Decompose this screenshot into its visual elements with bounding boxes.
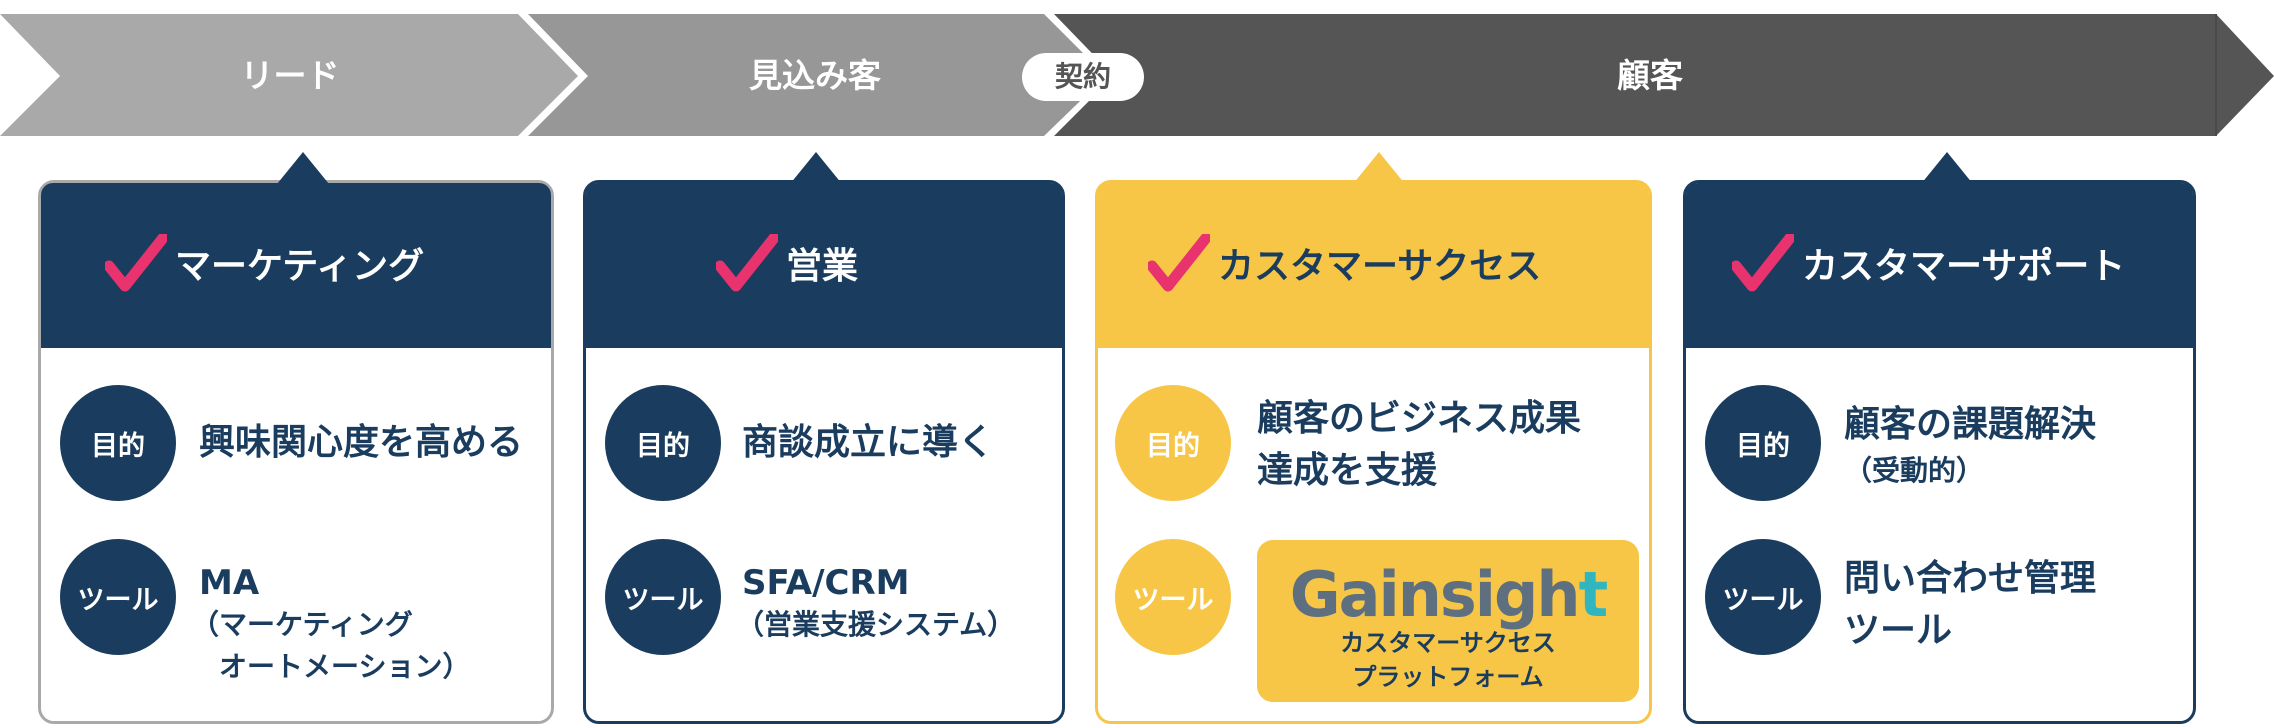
stage-label-prospect: 見込み客	[749, 56, 881, 95]
purpose-badge: 目的	[605, 385, 721, 501]
stage-label-lead: リード	[240, 56, 340, 95]
card-title-text: カスタマーサクセス	[1218, 246, 1542, 287]
tool-name-line-2: ツール	[1844, 610, 1953, 651]
purpose-text: 顧客の課題解決	[1844, 404, 2097, 445]
tool-description-line-2: オートメーション）	[191, 650, 471, 683]
card-title-text: カスタマーサポート	[1802, 246, 2126, 287]
tool-badge: ツール	[1115, 539, 1231, 655]
stage-label-customer: 顧客	[1617, 56, 1683, 95]
stage-arrow-customer	[1054, 14, 2274, 136]
purpose-text: 商談成立に導く	[742, 422, 995, 463]
tool-caption-line-2: プラットフォーム	[1352, 663, 1544, 691]
tool-badge: ツール	[60, 539, 176, 655]
tool-name: SFA/CRM	[742, 563, 910, 603]
card-marketing: マーケティング 目的 興味関心度を高める ツール MA （マーケティング オート…	[38, 152, 554, 724]
tool-caption-line-1: カスタマーサクセス	[1340, 629, 1556, 657]
card-header	[41, 183, 551, 348]
contract-badge: 契約	[1022, 53, 1144, 101]
card-title-text: マーケティング	[175, 246, 425, 287]
check-icon	[105, 234, 167, 292]
tool-description-line-1: （マーケティング	[191, 608, 413, 641]
card-header	[586, 183, 1062, 348]
check-icon	[1148, 234, 1210, 292]
card-title: 営業	[716, 233, 858, 293]
card-title-text: 営業	[786, 246, 859, 287]
process-arrow-bar	[0, 14, 2274, 136]
purpose-badge: 目的	[1705, 385, 1821, 501]
card-notch	[1353, 152, 1405, 184]
purpose-badge: 目的	[1115, 385, 1231, 501]
stage-arrow-prospect	[528, 14, 1106, 136]
purpose-badge: 目的	[60, 385, 176, 501]
card-customer-support: カスタマーサポート 目的 顧客の課題解決 （受動的） ツール 問い合わせ管理 ツ…	[1683, 152, 2196, 724]
card-title: カスタマーサポート	[1732, 233, 2125, 293]
gainsight-logo: Gainsight	[1289, 558, 1608, 631]
tool-badge: ツール	[1705, 539, 1821, 655]
stage-arrow-lead	[0, 14, 578, 136]
card-sales: 営業 目的 商談成立に導く ツール SFA/CRM （営業支援システム）	[583, 152, 1065, 724]
tool-product-box: Gainsight カスタマーサクセス プラットフォーム	[1257, 540, 1639, 702]
tool-name-line-1: 問い合わせ管理	[1844, 558, 2097, 599]
card-customer-success: カスタマーサクセス 目的 顧客のビジネス成果 達成を支援 ツール Gainsig…	[1095, 152, 1652, 724]
tool-description: （営業支援システム）	[736, 608, 1016, 641]
purpose-text-line-2: 達成を支援	[1257, 450, 1438, 491]
check-icon	[1732, 234, 1794, 292]
card-notch	[1921, 152, 1973, 184]
purpose-text-line-1: 顧客のビジネス成果	[1257, 398, 1582, 439]
purpose-text: 興味関心度を高める	[199, 422, 524, 463]
card-title: カスタマーサクセス	[1148, 233, 1541, 293]
tool-badge: ツール	[605, 539, 721, 655]
card-notch	[277, 152, 329, 184]
card-notch	[790, 152, 842, 184]
card-title: マーケティング	[105, 233, 424, 293]
purpose-subtext: （受動的）	[1844, 454, 1985, 487]
check-icon	[716, 234, 778, 292]
tool-name: MA	[199, 563, 260, 603]
